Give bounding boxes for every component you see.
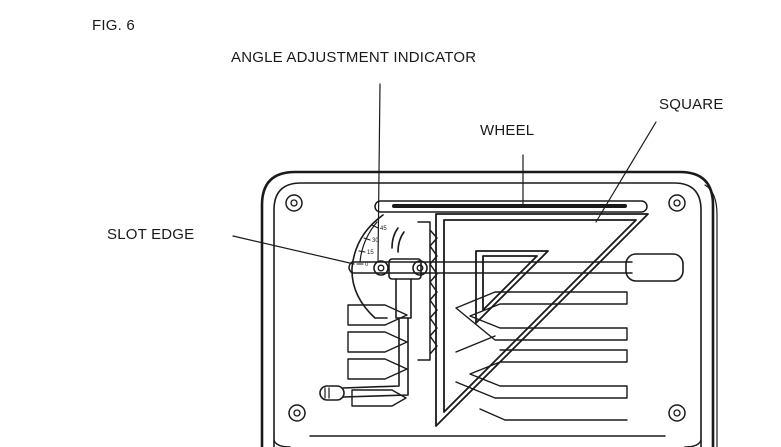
screw-bottom-left — [288, 404, 306, 422]
square-label: SQUARE — [659, 96, 724, 113]
slot-edge-label: SLOT EDGE — [107, 226, 195, 243]
square-outer-frame — [435, 213, 649, 427]
lock-screw-left — [373, 260, 389, 276]
ribs-left — [347, 304, 408, 407]
slot-end-opening — [625, 253, 684, 282]
angle-quadrant-plate — [351, 214, 388, 319]
angle-mark-15: 15 — [367, 250, 374, 256]
serrated-fence — [417, 221, 438, 361]
leader-square — [595, 121, 657, 223]
angle-arc-slot — [391, 227, 405, 253]
wheel-slot — [374, 200, 648, 213]
lever-handle — [319, 385, 345, 401]
angle-scale-arc — [359, 221, 378, 263]
square-cutout — [475, 250, 549, 324]
indicator-lock-block — [388, 258, 422, 280]
angle-mark-45: 45 — [380, 226, 387, 232]
ribs-right — [455, 291, 628, 421]
angle-mark-30: 30 — [372, 238, 379, 244]
square-inner-frame — [443, 219, 637, 413]
angle-mark-0: 0 — [365, 262, 369, 268]
base-plate-bottom-feet — [273, 435, 702, 447]
figure-number: FIG. 6 — [92, 17, 135, 34]
screw-top-right — [668, 194, 686, 212]
wheel-label: WHEEL — [480, 122, 535, 139]
wheel — [392, 204, 627, 208]
base-plate-shadow — [704, 184, 718, 447]
lever-handle-grip — [324, 387, 330, 399]
angle-scale-ticks — [356, 224, 379, 265]
screw-bottom-right — [668, 404, 686, 422]
screw-top-left — [285, 194, 303, 212]
angle-adjustment-indicator-label: ANGLE ADJUSTMENT INDICATOR — [231, 49, 477, 66]
leader-slot-edge — [232, 235, 355, 265]
lock-screw-right — [412, 260, 428, 276]
leader-angle-indicator — [377, 83, 381, 263]
lever-arm — [342, 278, 412, 398]
base-plate-inner-rim — [273, 182, 702, 447]
